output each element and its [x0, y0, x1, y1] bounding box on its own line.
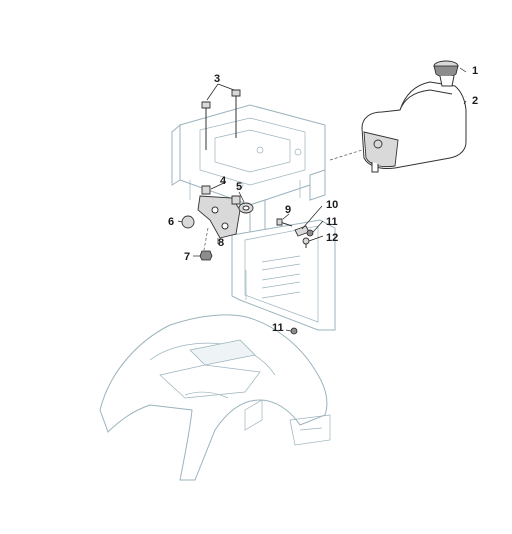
- chassis-frame: [171, 104, 326, 236]
- callout-10: 10: [326, 199, 338, 211]
- knob-part-6[interactable]: [181, 215, 195, 229]
- washer-part-11-lower[interactable]: [290, 327, 298, 335]
- rear-fender-body: [99, 314, 331, 481]
- screw-part-9[interactable]: [276, 218, 293, 227]
- fuel-cap[interactable]: [433, 60, 459, 87]
- callout-2: 2: [472, 95, 478, 107]
- callout-11-lower: 11: [272, 322, 284, 334]
- mounting-bracket[interactable]: [197, 195, 241, 239]
- callout-7: 7: [184, 251, 190, 263]
- leader-lines: [177, 67, 467, 332]
- spacer-part-4[interactable]: [201, 185, 241, 205]
- callout-12: 12: [326, 232, 338, 244]
- callout-11-upper: 11: [326, 216, 338, 228]
- callout-5: 5: [236, 181, 242, 193]
- nut-part-7[interactable]: [199, 250, 213, 261]
- callout-labels: 1 2 3 4 5 6 7 8 9 10 11 12 11: [168, 65, 478, 334]
- callout-9: 9: [285, 204, 291, 216]
- callout-4: 4: [220, 175, 227, 187]
- grommet-part-5[interactable]: [238, 202, 254, 214]
- callout-8: 8: [218, 237, 224, 249]
- fuel-tank[interactable]: [361, 81, 467, 173]
- washer-part-11[interactable]: [306, 229, 314, 237]
- callout-1: 1: [472, 65, 478, 77]
- callout-6: 6: [168, 216, 174, 228]
- callout-3: 3: [214, 73, 220, 85]
- long-bolts[interactable]: [201, 89, 241, 150]
- dash-panel: [231, 219, 336, 331]
